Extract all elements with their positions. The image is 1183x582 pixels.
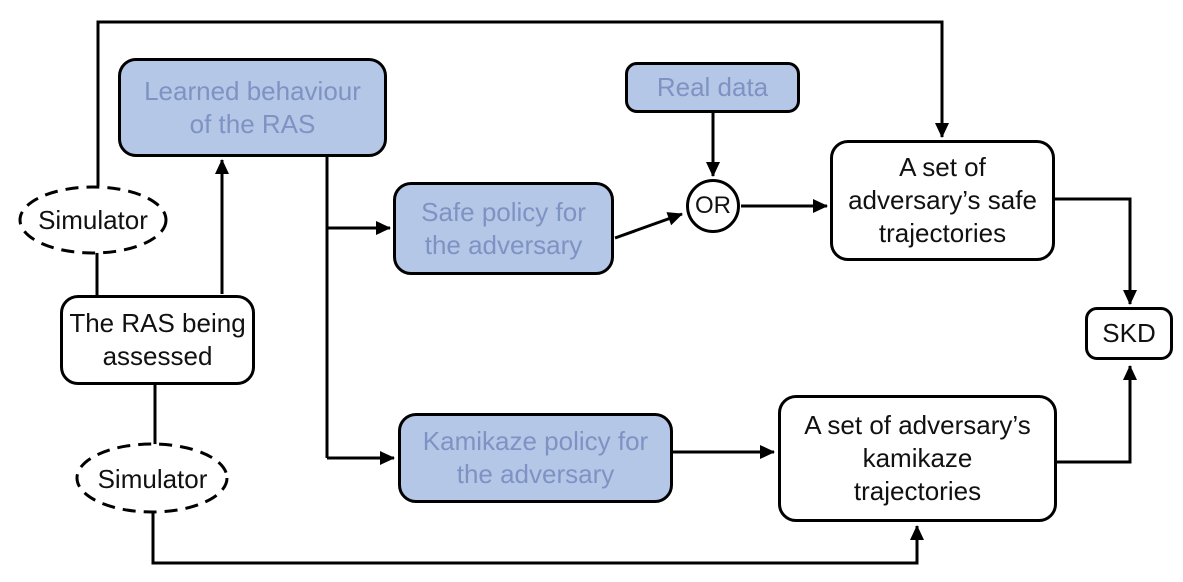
node-safe-trajectories-label: A set of adversary’s safe trajectories: [848, 152, 1037, 248]
edge-simulator-top-to-safe-trajectories: [96, 20, 949, 186]
node-safe-trajectories: A set of adversary’s safe trajectories: [830, 140, 1055, 261]
node-learned-behaviour-label: Learned behaviour of the RAS: [144, 75, 361, 139]
node-or-gate: OR: [686, 179, 740, 233]
node-simulator-bottom: Simulator: [78, 451, 227, 507]
node-or-gate-label: OR: [695, 191, 731, 219]
node-kamikaze-trajectories: A set of adversary’s kamikaze trajectori…: [778, 395, 1057, 522]
node-real-data-label: Real data: [656, 72, 769, 103]
node-ras-assessed-label: The RAS being assessed: [69, 308, 246, 371]
node-safe-policy-label: Safe policy for the adversary: [421, 196, 586, 260]
node-simulator-top: Simulator: [21, 192, 165, 248]
node-kamikaze-policy: Kamikaze policy for the adversary: [398, 413, 673, 503]
edge-safe-policy-to-or: [614, 212, 683, 240]
node-kamikaze-policy-label: Kamikaze policy for the adversary: [422, 426, 649, 489]
edge-safe-trajectories-to-skd: [1055, 197, 1137, 305]
simulator-top-ellipse: [18, 185, 168, 255]
node-simulator-bottom-label: Simulator: [97, 463, 208, 494]
node-ras-assessed: The RAS being assessed: [60, 295, 255, 385]
node-simulator-top-label: Simulator: [38, 204, 148, 235]
node-learned-behaviour: Learned behaviour of the RAS: [118, 58, 387, 157]
node-kamikaze-trajectories-label: A set of adversary’s kamikaze trajectori…: [804, 410, 1031, 506]
simulator-bottom-ellipse: [75, 442, 229, 514]
node-real-data: Real data: [625, 62, 800, 113]
node-skd: SKD: [1085, 307, 1173, 360]
node-safe-policy: Safe policy for the adversary: [393, 182, 614, 275]
node-skd-label: SKD: [1102, 318, 1156, 349]
edge-simulator-bottom-to-kamikaze-trajectories: [151, 511, 924, 565]
edge-kamikaze-trajectories-to-skd: [1057, 365, 1137, 464]
